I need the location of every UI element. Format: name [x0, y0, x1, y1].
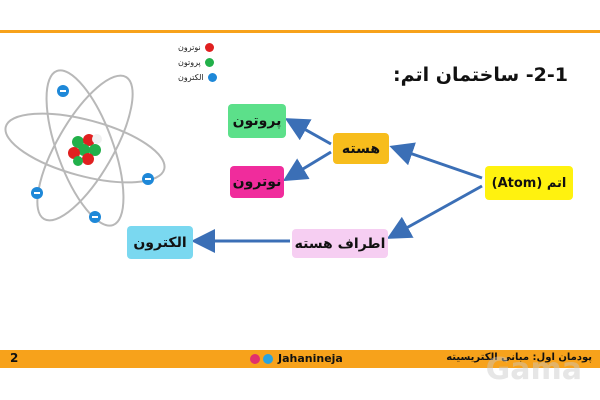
legend-item-neutron: نوترون — [178, 40, 238, 55]
atom-box: اتم (Atom) — [485, 166, 573, 200]
slide-title: 2-1- ساختمان اتم: — [393, 64, 568, 86]
arrow-atom-to-around — [386, 184, 483, 239]
legend: نوترون پروتون الکترون — [178, 40, 238, 85]
brand-name: Jahanineja — [278, 352, 343, 365]
electron-box: الکترون — [127, 226, 193, 259]
proton-box: پروتون — [228, 104, 286, 138]
nucleus-cluster-icon — [68, 134, 102, 166]
green-dot-icon — [204, 58, 214, 67]
page-number: 2 — [10, 351, 19, 365]
around-nucleus-box: اطراف هسته — [292, 229, 388, 258]
neutron-box: نوترون — [230, 166, 284, 198]
footer-brand: Jahanineja — [250, 352, 343, 365]
legend-label: الکترون — [178, 73, 204, 82]
nucleus-box: هسته — [333, 133, 389, 164]
watermark: Gama — [485, 352, 582, 387]
legend-label: پروتون — [178, 58, 201, 67]
orbit — [36, 74, 134, 222]
orbit — [4, 112, 166, 184]
chapter-label: پودمان اول: مبانی الکتریسیته — [446, 352, 592, 363]
arrow-nucleus-to-proton — [284, 118, 332, 146]
blue-dot-icon — [207, 73, 217, 82]
legend-item-proton: پروتون — [178, 55, 238, 70]
telegram-icon — [263, 353, 273, 364]
instagram-icon — [250, 353, 260, 364]
arrow-atom-to-nucleus — [389, 142, 483, 180]
orbit — [45, 69, 125, 227]
electron-icon — [31, 85, 154, 223]
top-divider — [0, 30, 600, 33]
atom-illustration — [4, 69, 166, 227]
red-dot-icon — [204, 43, 214, 52]
legend-item-electron: الکترون — [178, 70, 238, 85]
footer-bar: 2 Jahanineja پودمان اول: مبانی الکتریسیت… — [0, 350, 600, 368]
arrow-nucleus-to-neutron — [282, 150, 332, 182]
legend-label: نوترون — [178, 43, 201, 52]
